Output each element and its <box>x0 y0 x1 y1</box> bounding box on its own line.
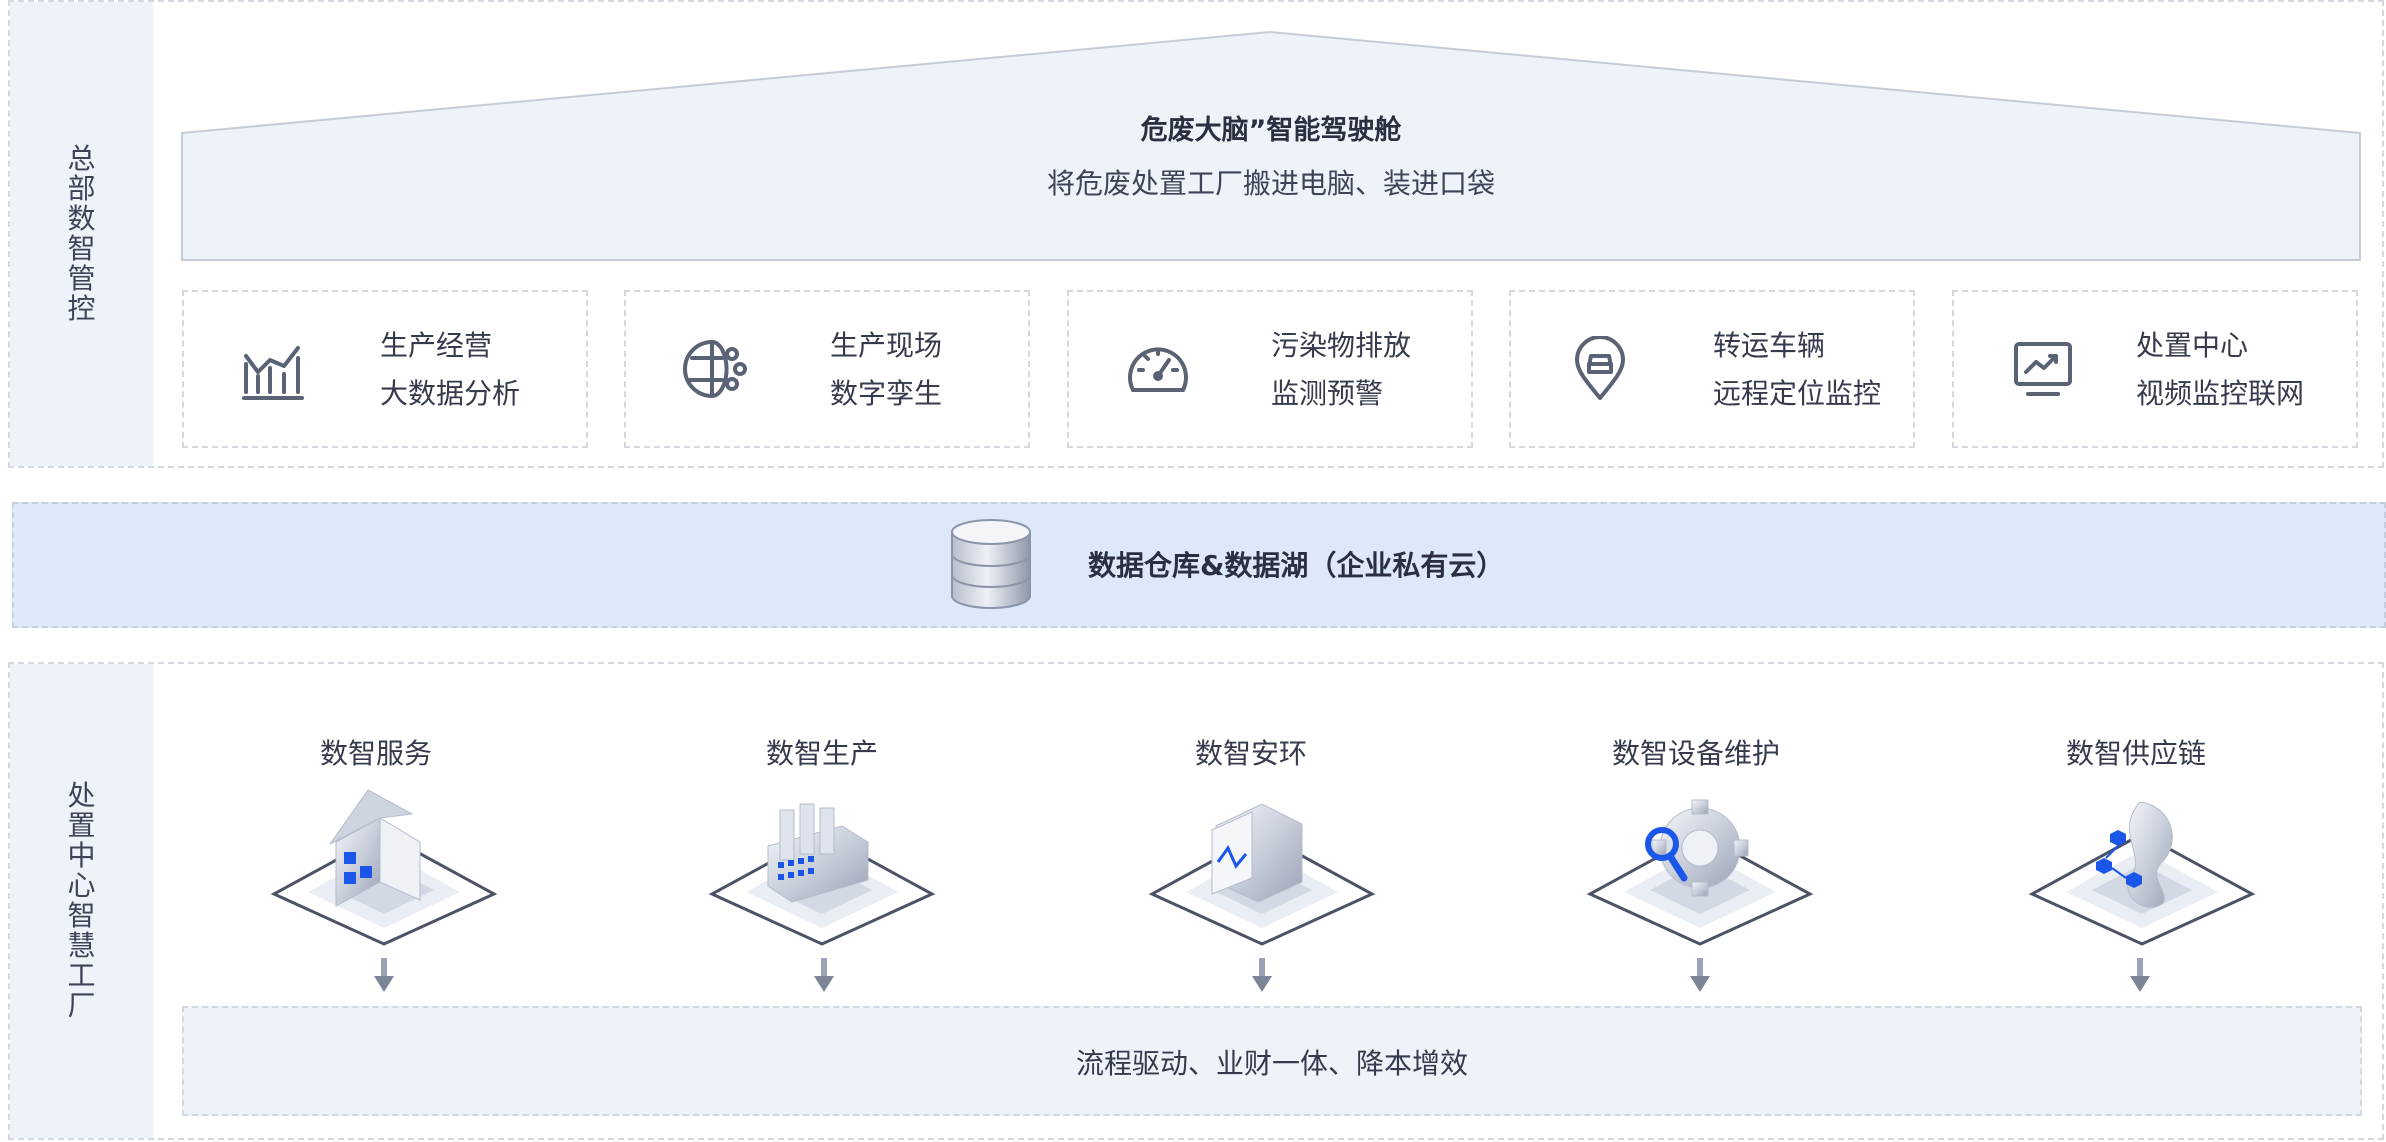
factory-side-label: 处 置 中 心 智 慧 工 厂 <box>67 779 96 1022</box>
footer-banner <box>182 1006 2362 1116</box>
supply-chain-icon[interactable] <box>2022 782 2262 952</box>
card-video-monitoring[interactable]: 处置中心 视频监控联网 <box>1952 290 2358 448</box>
down-arrow-icon <box>1690 958 1710 992</box>
gauge-icon <box>1128 347 1188 392</box>
card-line1: 处置中心 <box>2136 329 2249 362</box>
down-arrow-icon <box>1252 958 1272 992</box>
service-house-icon[interactable] <box>264 782 504 952</box>
safety-environment-icon[interactable] <box>1142 782 1382 952</box>
cockpit-title: 危废大脑”智能驾驶舱 <box>1140 115 1402 146</box>
down-arrow-icon <box>2130 958 2150 992</box>
hq-side-label: 总 部 数 智 管 控 <box>67 142 96 325</box>
card-line2: 数字孪生 <box>830 377 943 410</box>
vehicle-location-icon <box>1575 336 1625 400</box>
card-line1: 污染物排放 <box>1271 329 1412 362</box>
equipment-maintenance-icon[interactable] <box>1580 782 1820 952</box>
card-pollution-monitoring[interactable]: 污染物排放 监测预警 <box>1067 290 1473 448</box>
cockpit-subtitle: 将危废处置工厂搬进电脑、装进口袋 <box>1046 167 1495 200</box>
module-label-production: 数智生产 <box>765 737 878 770</box>
card-digital-twin[interactable]: 生产现场 数字孪生 <box>624 290 1030 448</box>
card-line2: 大数据分析 <box>380 377 521 410</box>
production-factory-icon[interactable] <box>702 782 942 952</box>
database-icon <box>951 519 1031 609</box>
smart-factory-section <box>8 662 2384 1140</box>
down-arrow-icon <box>814 958 834 992</box>
monitor-icon <box>2014 342 2072 396</box>
card-line2: 远程定位监控 <box>1713 377 1882 410</box>
module-label-supply-chain: 数智供应链 <box>2065 737 2206 770</box>
card-line1: 生产经营 <box>380 329 493 362</box>
data-warehouse-label: 数据仓库&数据湖（企业私有云） <box>1088 549 1505 582</box>
hq-control-section <box>8 0 2384 468</box>
card-line1: 转运车辆 <box>1713 329 1826 362</box>
down-arrow-icon <box>374 958 394 992</box>
hq-side-label-panel: 总 部 数 智 管 控 <box>10 2 153 466</box>
module-label-safety: 数智安环 <box>1194 737 1307 770</box>
module-label-service: 数智服务 <box>319 737 432 770</box>
card-line2: 监测预警 <box>1271 377 1384 410</box>
card-line1: 生产现场 <box>830 329 943 362</box>
digital-twin-icon <box>683 340 747 398</box>
data-warehouse-band <box>12 502 2386 628</box>
factory-side-label-panel: 处 置 中 心 智 慧 工 厂 <box>10 664 153 1138</box>
card-line2: 视频监控联网 <box>2136 377 2305 410</box>
card-vehicle-tracking[interactable]: 转运车辆 远程定位监控 <box>1509 290 1915 448</box>
cockpit-roof-banner <box>181 30 2361 261</box>
footer-text: 流程驱动、业财一体、降本增效 <box>1075 1047 1468 1080</box>
module-label-equipment: 数智设备维护 <box>1611 737 1780 770</box>
card-production-analysis[interactable]: 生产经营 大数据分析 <box>182 290 588 448</box>
bar-chart-icon <box>242 346 304 400</box>
